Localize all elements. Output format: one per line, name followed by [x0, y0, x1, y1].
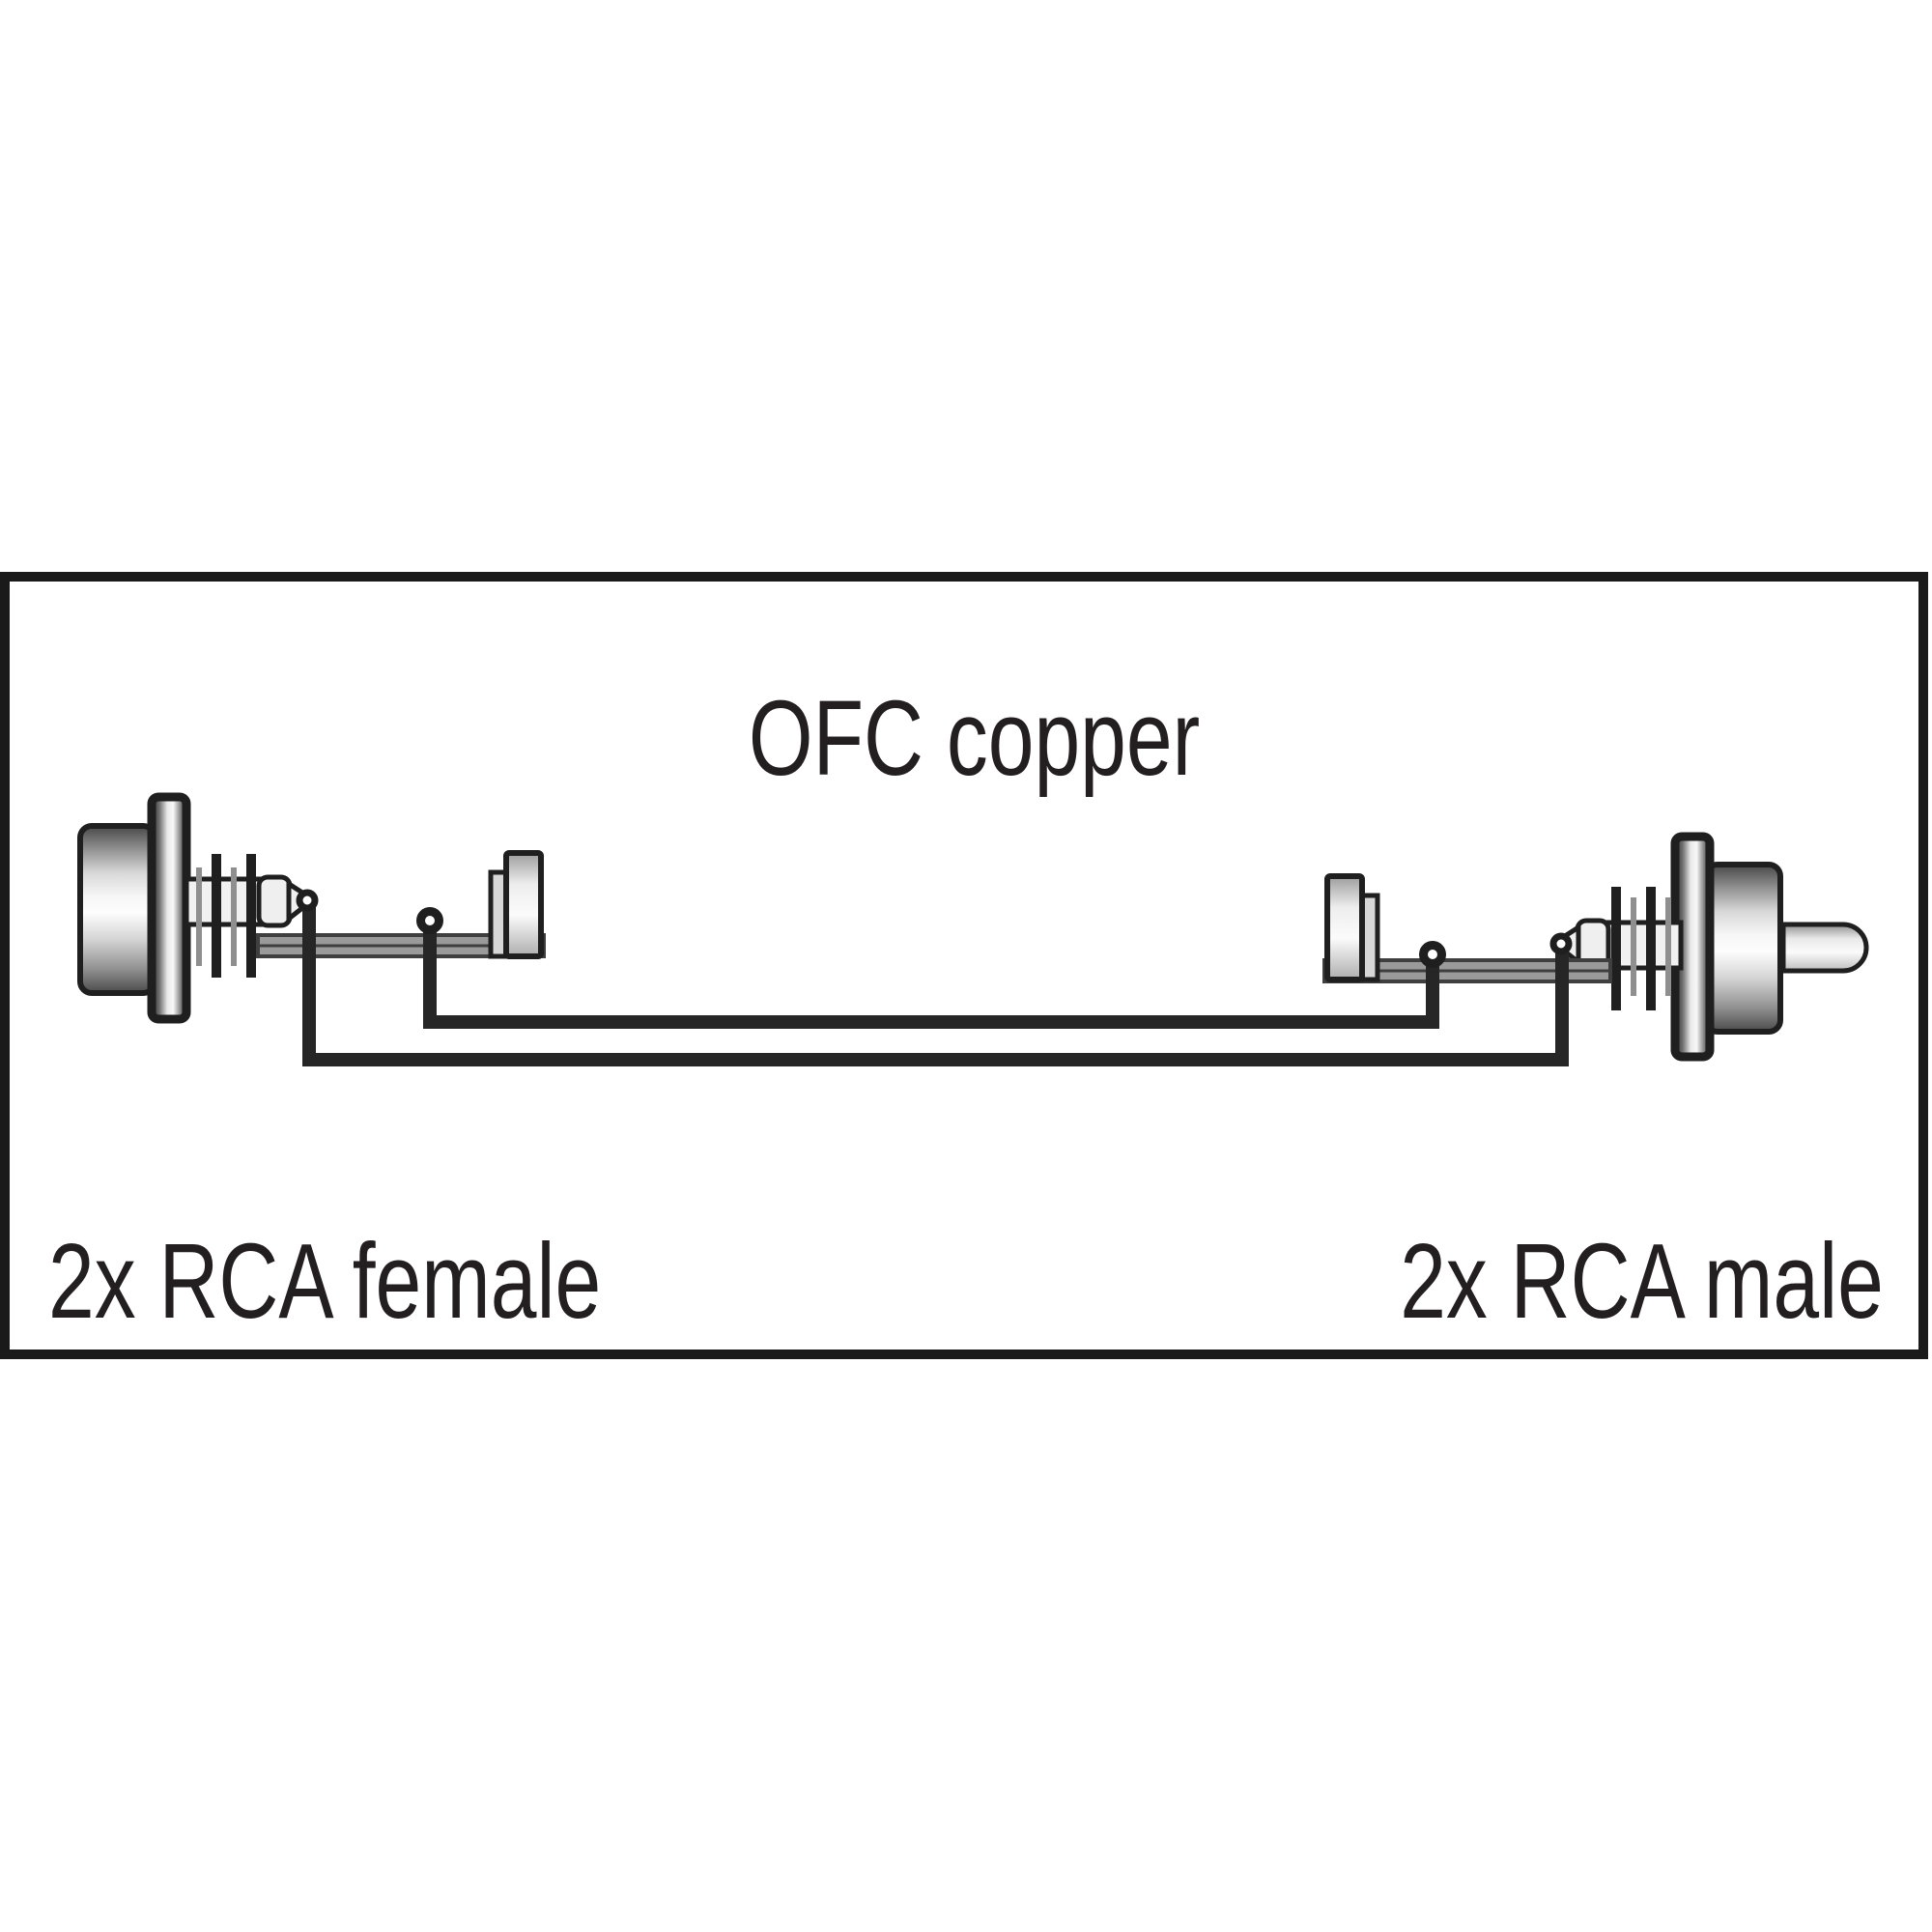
- left-connector-label-text: 2x RCA female: [48, 1222, 602, 1341]
- female-nozzle: [256, 874, 293, 928]
- female-tip-knob: [296, 889, 319, 912]
- male-tip-knob: [1549, 932, 1573, 955]
- right-connector-label: 2x RCA male: [918, 1229, 1884, 1335]
- diagram-title: OFC copper: [492, 686, 1458, 792]
- mounting-bracket-right: [1324, 873, 1380, 982]
- bracket-plate-left: [503, 850, 544, 959]
- female-body: [77, 823, 157, 996]
- eyelet-left: [416, 907, 443, 934]
- right-connector-label-text: 2x RCA male: [1400, 1222, 1884, 1341]
- rca-female-connector-icon: [77, 792, 546, 1024]
- left-connector-label: 2x RCA female: [48, 1229, 757, 1335]
- female-flange: [147, 792, 191, 1024]
- diagram-title-text: OFC copper: [749, 679, 1201, 798]
- bracket-plate-right: [1324, 873, 1365, 982]
- male-spring-lines: [1611, 887, 1671, 1010]
- rca-male-connector-icon: [1322, 832, 1869, 1062]
- ground-wire: [423, 927, 1439, 1029]
- male-pin: [1780, 922, 1869, 974]
- mounting-bracket-left: [488, 850, 544, 959]
- male-body: [1703, 862, 1783, 1035]
- diagram-frame: [0, 572, 1928, 1359]
- female-spring-lines: [196, 854, 256, 978]
- signal-wire: [302, 906, 1569, 1066]
- eyelet-right: [1419, 941, 1446, 968]
